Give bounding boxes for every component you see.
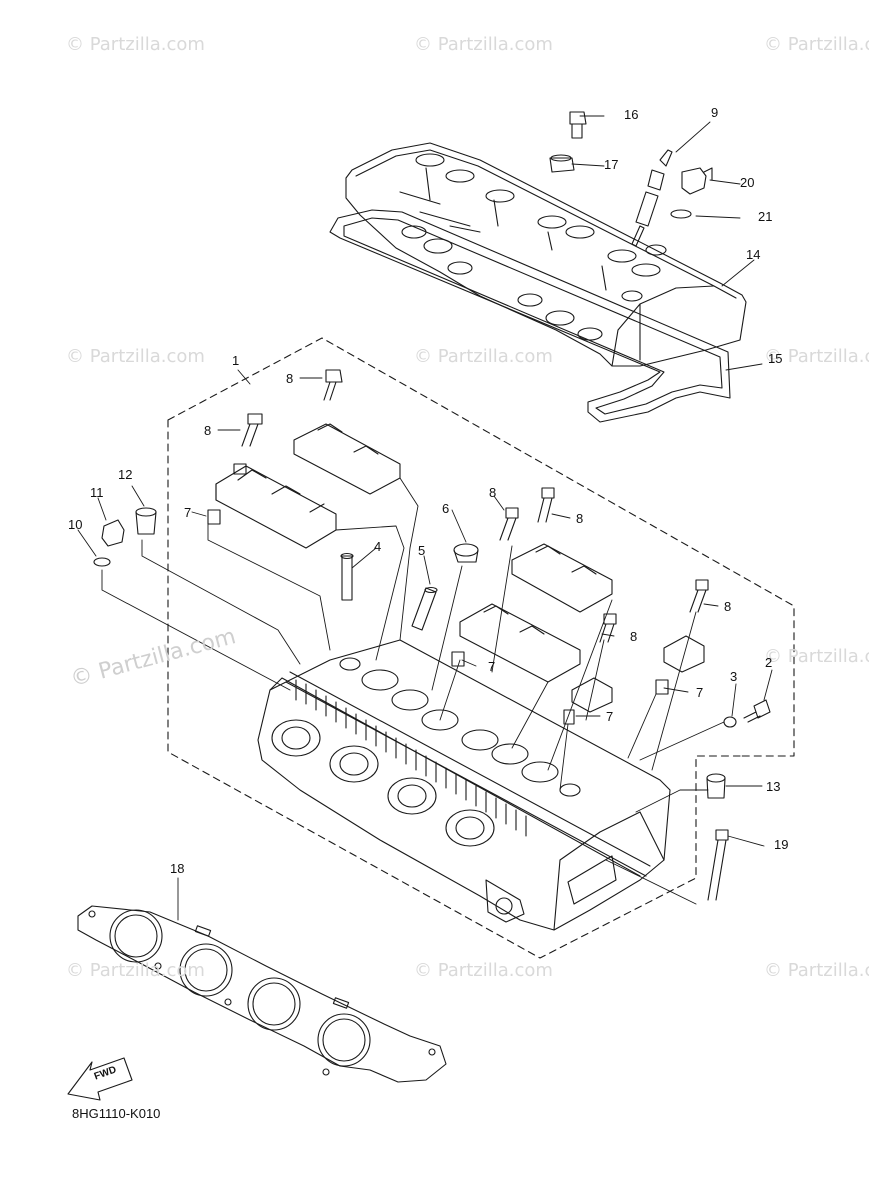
callout-2: 2: [765, 655, 773, 670]
fwd-arrow-icon: [67, 1057, 133, 1101]
callout-1: 1: [232, 353, 240, 368]
head-cover: [345, 142, 747, 367]
callout-8c: 8: [489, 485, 497, 500]
bolt-19: [707, 829, 729, 901]
watermark: © Partzilla.com: [66, 34, 205, 55]
watermark: © Partzilla.com: [414, 346, 553, 367]
watermark: © Partzilla.com: [764, 346, 869, 367]
assembly-outline: [167, 337, 795, 959]
cap-nut: [101, 519, 125, 547]
o-ring: [670, 209, 692, 219]
collar-13: [706, 773, 726, 799]
callout-20: 20: [740, 175, 755, 190]
washer: [93, 557, 111, 567]
valve-guide-5: [411, 586, 438, 631]
leader-lines: [77, 115, 773, 921]
callout-21: 21: [758, 209, 773, 224]
camshaft-cap-left-rear: [293, 423, 401, 495]
watermark: © Partzilla.com: [414, 960, 553, 981]
callout-8a: 8: [286, 371, 294, 386]
spark-plug: [631, 149, 673, 247]
cover-bolt: [569, 111, 587, 139]
callout-11: 11: [90, 485, 104, 500]
callout-16: 16: [624, 107, 639, 122]
camshaft-cap-right-front: [459, 603, 581, 683]
watermark: © Partzilla.com: [764, 646, 869, 667]
callout-19: 19: [774, 837, 789, 852]
callout-4: 4: [374, 539, 382, 554]
callout-10: 10: [68, 517, 83, 532]
ignition-coil-cap: [681, 167, 713, 195]
diagram-code: 8HG1110-K010: [72, 1106, 161, 1121]
dowel-pins: [207, 509, 669, 725]
washer-3: [723, 716, 737, 728]
callout-8b: 8: [204, 423, 212, 438]
cap-bolts: [241, 369, 709, 643]
callout-6: 6: [442, 501, 450, 516]
camshaft-cap-right-rear: [511, 543, 613, 613]
callout-8f: 8: [630, 629, 638, 644]
watermark: © Partzilla.com: [66, 960, 205, 981]
callout-7a: 7: [184, 505, 192, 520]
valve-guide-4: [340, 552, 354, 601]
watermark: © Partzilla.com: [414, 34, 553, 55]
callout-18: 18: [170, 861, 185, 876]
watermark: © Partzilla.com: [764, 960, 869, 981]
watermark: © Partzilla.com: [764, 34, 869, 55]
callout-17: 17: [604, 157, 619, 172]
cylinder-head: [257, 639, 671, 931]
head-cover-gasket: [329, 209, 731, 423]
camshaft-cap-small-b: [663, 635, 705, 673]
cover-damper: [549, 154, 575, 173]
camshaft-cap-left-front: [215, 463, 337, 549]
watermark: © Partzilla.com: [66, 346, 205, 367]
collar-12: [135, 507, 157, 535]
callout-8d: 8: [576, 511, 584, 526]
callout-14: 14: [746, 247, 761, 262]
callout-5: 5: [418, 543, 426, 558]
callout-8e: 8: [724, 599, 732, 614]
plug: [453, 543, 479, 563]
callout-7b: 7: [488, 659, 496, 674]
cylinder-head-gasket: [77, 905, 447, 1083]
callout-7d: 7: [606, 709, 614, 724]
callout-3: 3: [730, 669, 738, 684]
callout-13: 13: [766, 779, 781, 794]
bolt-2: [743, 699, 771, 723]
callout-15: 15: [768, 351, 783, 366]
callout-7c: 7: [696, 685, 704, 700]
callout-9: 9: [711, 105, 719, 120]
callout-12: 12: [118, 467, 133, 482]
camshaft-cap-small-a: [571, 677, 613, 713]
